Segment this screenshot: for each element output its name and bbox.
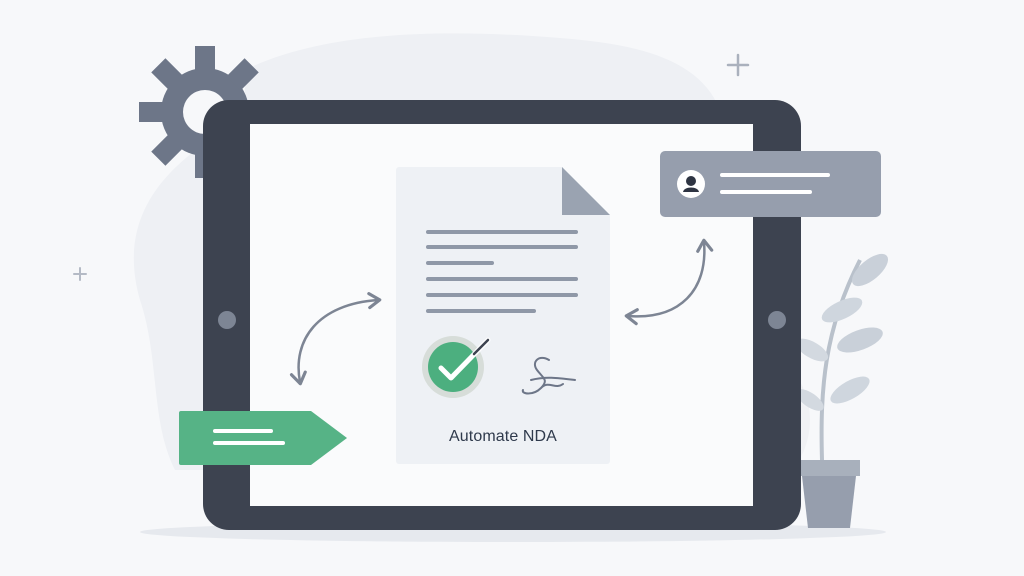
- document-card: [396, 167, 610, 464]
- tablet-home-button: [768, 311, 786, 329]
- document-text-line: [426, 277, 578, 281]
- document-text-line: [426, 261, 494, 265]
- tag-line: [213, 429, 273, 433]
- document-text-line: [426, 230, 578, 234]
- tablet-camera: [218, 311, 236, 329]
- sparkle-icon: [726, 53, 750, 77]
- document-text-line: [426, 309, 536, 313]
- signature-icon: [521, 356, 576, 395]
- notification-line: [720, 190, 812, 194]
- check-badge: [428, 342, 478, 392]
- notification-line: [720, 173, 830, 177]
- plant-icon: [795, 253, 889, 528]
- tag-line: [213, 441, 285, 445]
- user-avatar-icon: [683, 176, 699, 192]
- document-text-line: [426, 293, 578, 297]
- document-text-line: [426, 245, 578, 249]
- document-label: Automate NDA: [449, 428, 557, 445]
- sparkle-icon: [73, 267, 87, 281]
- checkmark-icon: [438, 337, 491, 381]
- tag-label: [179, 411, 347, 465]
